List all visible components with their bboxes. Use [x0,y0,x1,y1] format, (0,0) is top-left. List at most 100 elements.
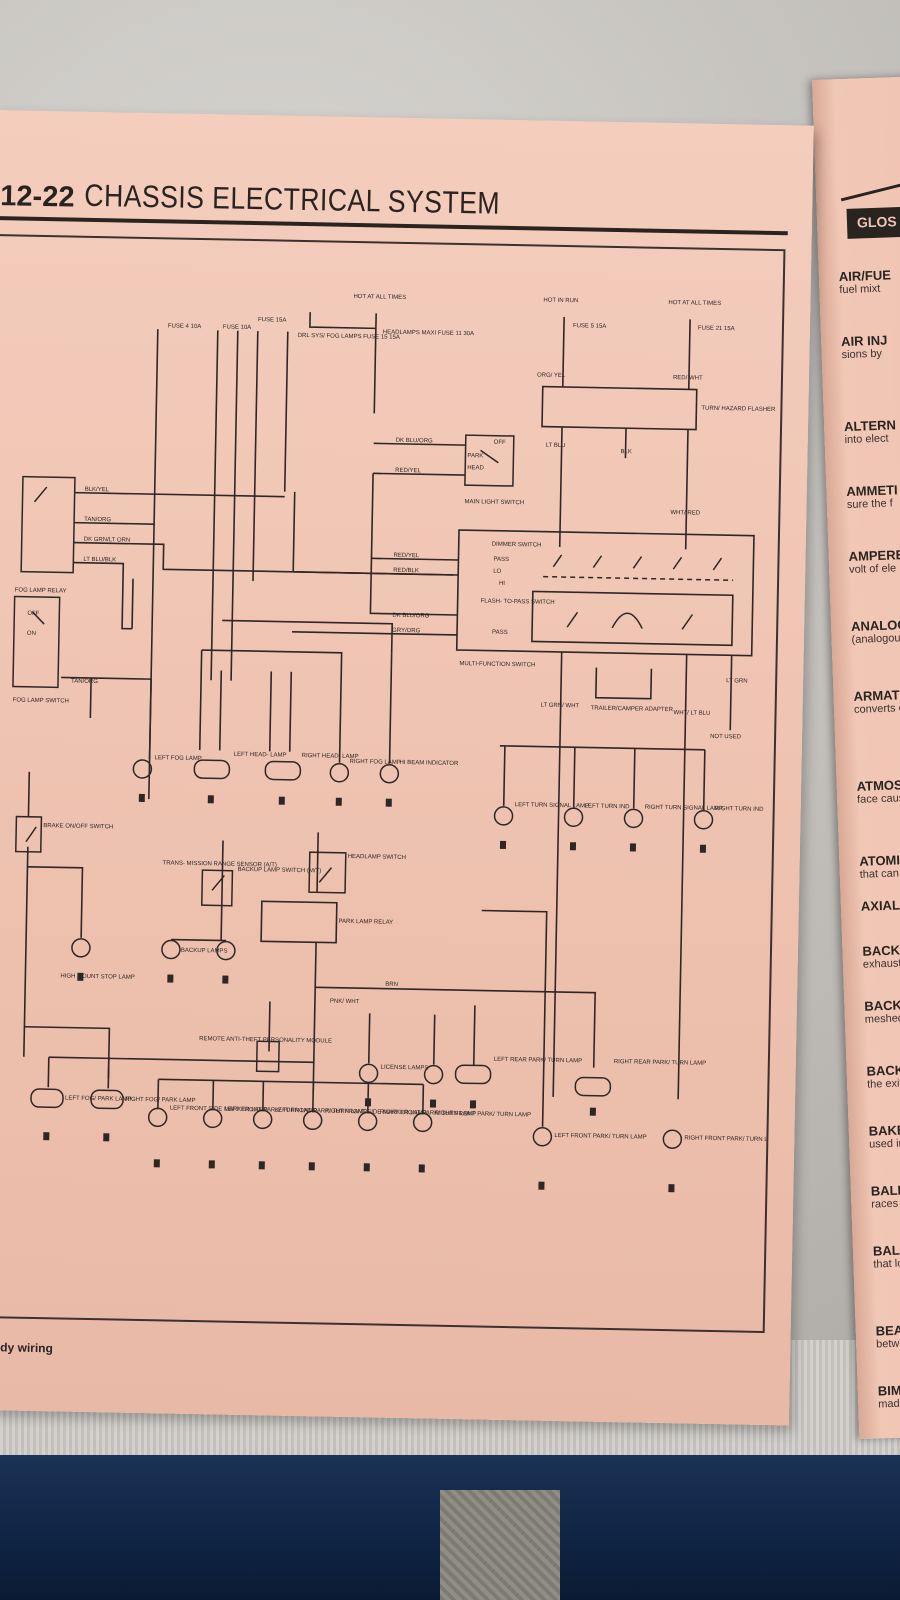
glossary-term: BALLAST [872,1241,900,1259]
hot-all-times-label-2: HOT AT ALL TIMES [668,300,721,307]
glossary-term: ARMATU [853,686,900,704]
wire-backup [220,840,224,941]
gnd [258,1161,265,1170]
diagram-frame: HOT AT ALL TIMES HOT IN RUN HOT AT ALL T… [0,234,786,1334]
wire-b4 [212,1080,215,1111]
bottom-lamp-label: LEFT FRONT SIDE MARKER LAMP [170,1106,268,1114]
glossary-text: that can b [859,867,900,881]
wire-lt-grn-r [24,1025,111,1079]
wire-right-head-a [268,671,273,752]
not-used-label: NOT USED [710,734,742,741]
wire-b3 [157,1079,160,1110]
gnd [699,844,707,853]
left-head-label: LEFT HEAD- LAMP [234,752,287,759]
turn-flasher-label: TURN/ HAZARD FLASHER [701,406,776,413]
bottom-lamp-label: LEFT FOG/ PARK LAMP [65,1096,132,1103]
glossary-text: meshed g [864,1012,900,1026]
wire-left-fog [148,679,152,760]
bottom-lamp-label: LEFT FRONT PARK/ TURN LAMP [275,1108,367,1116]
trans-sensor-label: TRANS- MISSION RANGE SENSOR (A/T) [163,860,277,868]
wire-red-yel [373,472,466,476]
glossary-entry: AXIAL PI [861,897,900,914]
wire-label: BRN [385,982,398,988]
fog-relay-label: FOG LAMP RELAY [15,587,67,594]
headlamp-switch-box [308,851,347,894]
gnd [153,1159,160,1168]
wire-rturn-sig [632,748,636,809]
gnd [308,1162,315,1171]
wire-label: LT BLU [546,443,566,449]
wire-label: BLK [620,449,631,455]
wire-rturn-ind [702,749,706,810]
wiring-diagram: HOT AT ALL TIMES HOT IN RUN HOT AT ALL T… [12,294,781,1193]
wire-lturn-sig [502,745,506,806]
wire-brn-main [312,942,317,1093]
wire-brn-rear [315,986,596,1068]
wire-hi-beam [388,653,393,764]
backup-lamp-1 [161,939,181,960]
anti-theft-label: REMOTE ANTI-THEFT PERSONALITY MODULE [199,1036,332,1045]
wire-highmount [27,865,84,938]
trailer-adapter-label: TRAILER/CAMPER ADAPTER [591,706,674,714]
wire-lturn-ind [572,747,576,808]
gnd [668,1184,675,1193]
r-front-park-label: RIGHT FRONT PARK/ TURN LAMP [684,1135,780,1143]
glossary-rule [840,176,900,202]
glossary-text: made of h [878,1397,900,1411]
gnd [629,843,637,852]
bottom-lamp-label: RIGHT FRONT PARK/ TURN LAMP [435,1111,531,1119]
wire-trailer [595,667,653,700]
right-headlamp [264,760,302,781]
wire-turn-bus [499,745,705,751]
wire-pnk-wht-1 [367,1013,371,1064]
right-turn-signal-lamp [623,808,644,829]
left-fog-label: LEFT FOG LAMP [155,755,202,762]
wire-label: RED/ WHT [673,375,703,382]
hi-beam-label: HI BEAM INDICATOR [399,760,459,767]
glossary-term: BEARING [875,1321,900,1339]
l-rear-label: LEFT REAR PARK/ TURN LAMP [494,1057,582,1065]
wire-b1 [47,1057,50,1088]
headlamp-switch-label: HEADLAMP SWITCH [348,854,406,861]
headlamps-fuse-label: HEADLAMPS MAXI FUSE 11 30A [383,330,474,338]
gnd [77,972,84,981]
license-lamps-label: LICENSE LAMPS [381,1065,429,1072]
glossary-header: GLOS [846,206,900,239]
switch-pos-label: HI [499,581,505,587]
wire-b2 [107,1058,110,1089]
glossary-text: volt of ele [848,562,897,576]
wire-lfront-park [481,909,548,1127]
switch-pos-label: HEAD [467,465,484,471]
glossary-text: sure the f [846,497,893,512]
gnd [335,797,342,806]
wire-wht-red [684,429,689,550]
wire-b8 [421,1084,425,1115]
wire-label: LT GRN/ WHT [541,703,580,710]
dimmer-switch-label: DIMMER SWITCH [492,542,542,549]
wire-ltblu-v [131,578,134,629]
high-mount-stop-lamp [71,938,91,958]
floor-patch [440,1490,560,1600]
glossary-term: ATOMIZA [859,851,900,869]
left-rear-lamp [454,1064,492,1085]
fuse-10a-label: FUSE 10A [223,324,251,331]
switch-pos-label: OFF [27,611,39,617]
l-turn-ind-label: LEFT TURN IND [585,803,631,810]
high-mount-label: HIGH MOUNT STOP LAMP [60,973,134,980]
glossary-term: BACKFIR [862,941,900,959]
wire-hot-hazard [687,319,691,390]
multi-dashed-link [543,575,734,582]
wire-headlamps [373,313,377,414]
gnd [569,842,577,851]
multi-inner-box [531,590,734,647]
page-title: CHASSIS ELECTRICAL SYSTEM [84,177,501,221]
gnd [208,1160,215,1169]
flasher-box-outline [541,385,698,431]
ground-layer [43,793,707,1193]
l-front-park-label: LEFT FRONT PARK/ TURN LAMP [554,1133,646,1141]
